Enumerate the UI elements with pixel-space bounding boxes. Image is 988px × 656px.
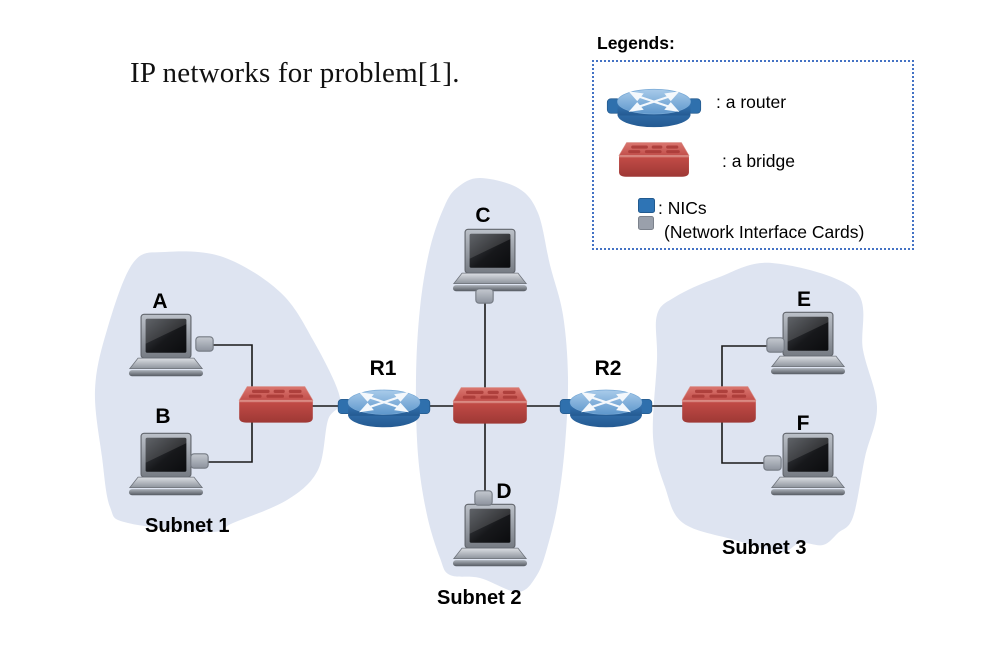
legend-nic-label: : NICs — [658, 198, 707, 218]
nic-icon-host-e — [766, 337, 785, 353]
subnet-3-label: Subnet 3 — [722, 537, 807, 559]
host-label-d: D — [496, 480, 512, 503]
host-label-c: C — [475, 204, 491, 227]
nic-blue-icon — [638, 198, 655, 213]
legend-bridge-label: : a bridge — [722, 151, 795, 171]
bridge-icon-subnet-1 — [236, 385, 316, 425]
host-label-e: E — [796, 288, 812, 311]
host-label-a: A — [152, 290, 168, 313]
host-label-f: F — [796, 412, 810, 435]
nic-icon-host-f — [763, 455, 782, 471]
router-icon-r2 — [558, 380, 654, 433]
nic-icon-host-b — [190, 453, 209, 469]
host-label-b: B — [155, 405, 171, 428]
nic-icon-host-d — [474, 490, 493, 506]
nic-gray-icon — [638, 216, 654, 230]
legend-router-label: : a router — [716, 92, 787, 112]
subnet-2-label: Subnet 2 — [437, 587, 522, 609]
host-d-laptop-icon — [452, 502, 528, 570]
host-a-laptop-icon — [128, 312, 204, 380]
router-label-r1: R1 — [369, 357, 397, 380]
subnet-1-label: Subnet 1 — [145, 515, 230, 537]
legend-heading: Legends: — [597, 33, 675, 53]
page-title: IP networks for problem[1]. — [130, 57, 460, 89]
bridge-icon-subnet-2 — [450, 386, 530, 426]
host-c-laptop-icon — [452, 227, 528, 295]
bridge-icon — [616, 140, 692, 180]
router-icon — [606, 79, 702, 133]
router-label-r2: R2 — [594, 357, 622, 380]
router-icon-r1 — [336, 380, 432, 433]
nic-icon-host-a — [195, 336, 214, 352]
legend-panel: : a router : a bridge : NICs (Network In… — [592, 60, 914, 250]
nic-icon-host-c — [475, 288, 494, 304]
bridge-icon-subnet-3 — [679, 385, 759, 425]
legend-nic-label-line2: (Network Interface Cards) — [664, 222, 865, 242]
subnet-2-area — [415, 177, 569, 593]
